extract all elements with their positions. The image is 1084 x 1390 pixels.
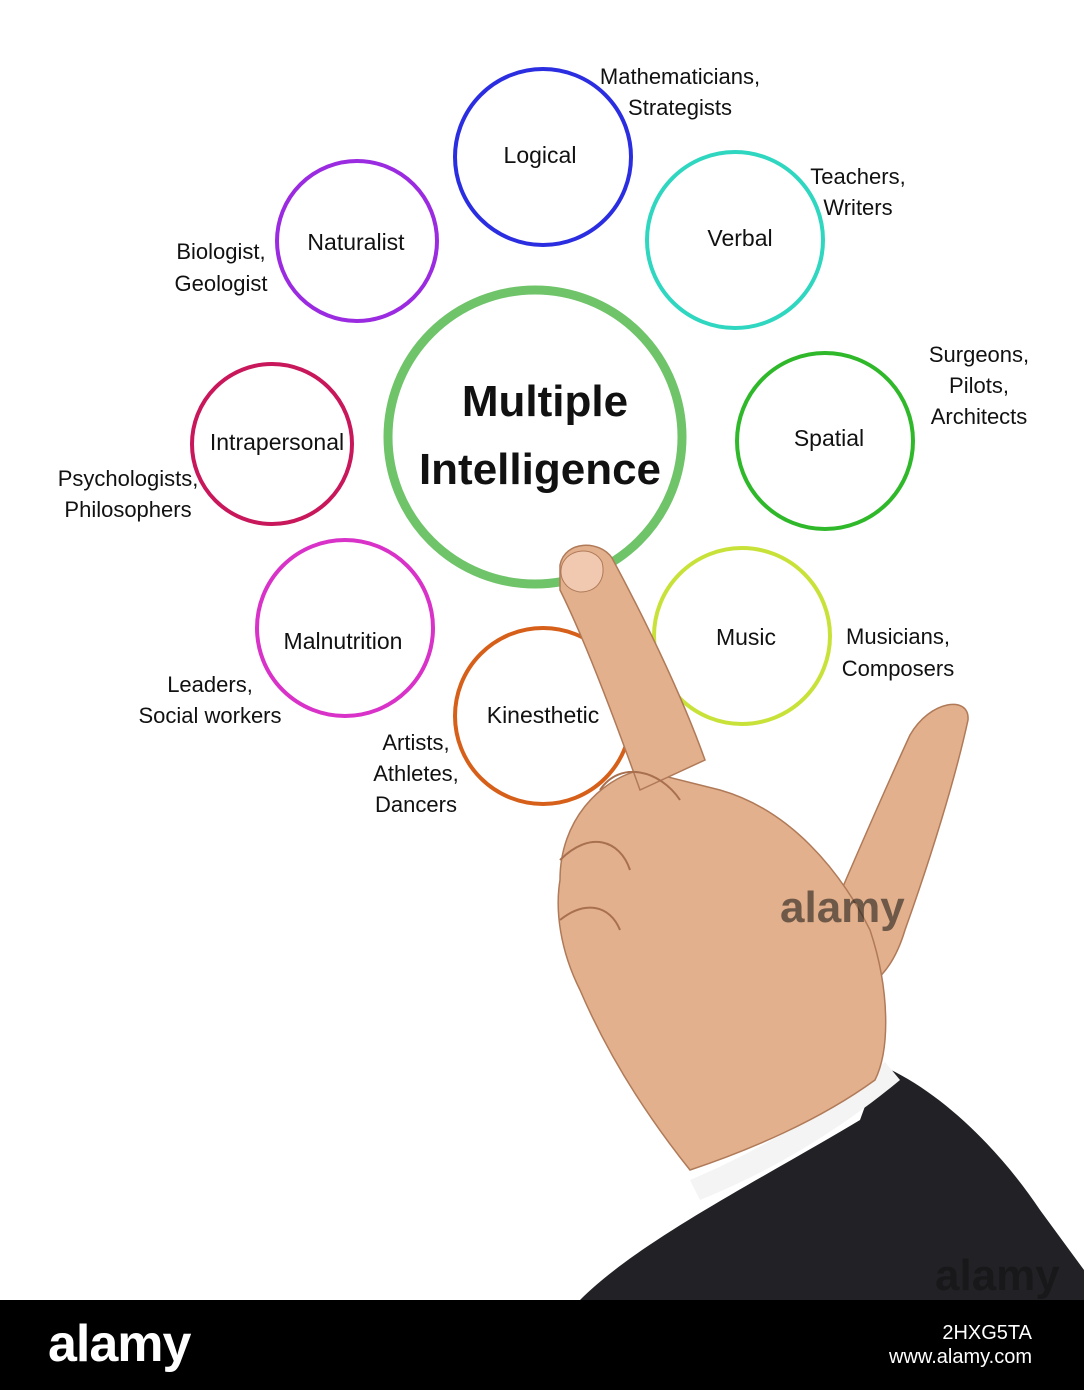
- diagram: Multiple Intelligence Logical Mathematic…: [58, 64, 1084, 1300]
- kinesthetic-role-2: Athletes,: [373, 761, 459, 786]
- node-naturalist: Naturalist Biologist, Geologist: [175, 159, 439, 323]
- spatial-ring: [735, 351, 915, 531]
- spatial-role-3: Architects: [931, 404, 1028, 429]
- music-role-1: Musicians,: [846, 624, 950, 649]
- malnutrition-role-2: Social workers: [138, 703, 281, 728]
- spatial-role-2: Pilots,: [949, 373, 1009, 398]
- node-malnutrition: Malnutrition Leaders, Social workers: [138, 538, 435, 728]
- logical-role-2: Strategists: [628, 95, 732, 120]
- logical-ring: [453, 67, 633, 247]
- intrapersonal-role-2: Philosophers: [64, 497, 191, 522]
- spatial-role-1: Surgeons,: [929, 342, 1029, 367]
- node-spatial: Spatial Surgeons, Pilots, Architects: [735, 342, 1029, 531]
- verbal-role-1: Teachers,: [810, 164, 905, 189]
- naturalist-role-2: Geologist: [175, 271, 268, 296]
- malnutrition-label: Malnutrition: [284, 628, 403, 654]
- verbal-ring: [645, 150, 825, 330]
- music-ring: [652, 546, 832, 726]
- center-node: Multiple Intelligence: [383, 285, 687, 589]
- knuckle-folds: [559, 771, 681, 931]
- node-verbal: Verbal Teachers, Writers: [645, 150, 906, 330]
- malnutrition-role-1: Leaders,: [167, 672, 253, 697]
- footer-url: www.alamy.com: [889, 1346, 1032, 1368]
- footer-image-id: 2HXG5TA: [942, 1322, 1032, 1344]
- intrapersonal-role-1: Psychologists,: [58, 466, 199, 491]
- kinesthetic-role-1: Artists,: [382, 730, 449, 755]
- naturalist-label: Naturalist: [307, 229, 405, 255]
- sleeve: [580, 1065, 1084, 1300]
- naturalist-role-1: Biologist,: [176, 239, 265, 264]
- spatial-label: Spatial: [794, 425, 864, 451]
- kinesthetic-role-3: Dancers: [375, 792, 457, 817]
- intrapersonal-label: Intrapersonal: [210, 429, 344, 455]
- music-label: Music: [716, 624, 776, 650]
- intrapersonal-ring: [190, 362, 354, 526]
- center-title-line1: Multiple: [462, 377, 628, 426]
- node-logical: Logical Mathematicians, Strategists: [453, 64, 760, 247]
- naturalist-ring: [275, 159, 439, 323]
- watermark-low: alamy: [935, 1251, 1060, 1300]
- node-music: Music Musicians, Composers: [652, 546, 954, 726]
- hand-palm: [557, 769, 887, 1171]
- music-role-2: Composers: [842, 656, 954, 681]
- kinesthetic-label: Kinesthetic: [487, 702, 600, 728]
- fingernail: [560, 550, 604, 593]
- footer-bar: alamy 2HXG5TA www.alamy.com: [0, 1300, 1084, 1390]
- verbal-role-2: Writers: [823, 195, 892, 220]
- index-finger: [559, 544, 706, 792]
- logical-label: Logical: [504, 142, 577, 168]
- center-ring: [383, 285, 687, 589]
- malnutrition-ring: [255, 538, 435, 718]
- center-title-line2: Intelligence: [419, 445, 661, 494]
- logical-role-1: Mathematicians,: [600, 64, 760, 89]
- pointing-hand-image: [557, 544, 1084, 1300]
- node-intrapersonal: Intrapersonal Psychologists, Philosopher…: [58, 362, 354, 526]
- footer-logo: alamy: [48, 1315, 191, 1373]
- watermark-mid: alamy: [780, 883, 905, 932]
- verbal-label: Verbal: [707, 225, 772, 251]
